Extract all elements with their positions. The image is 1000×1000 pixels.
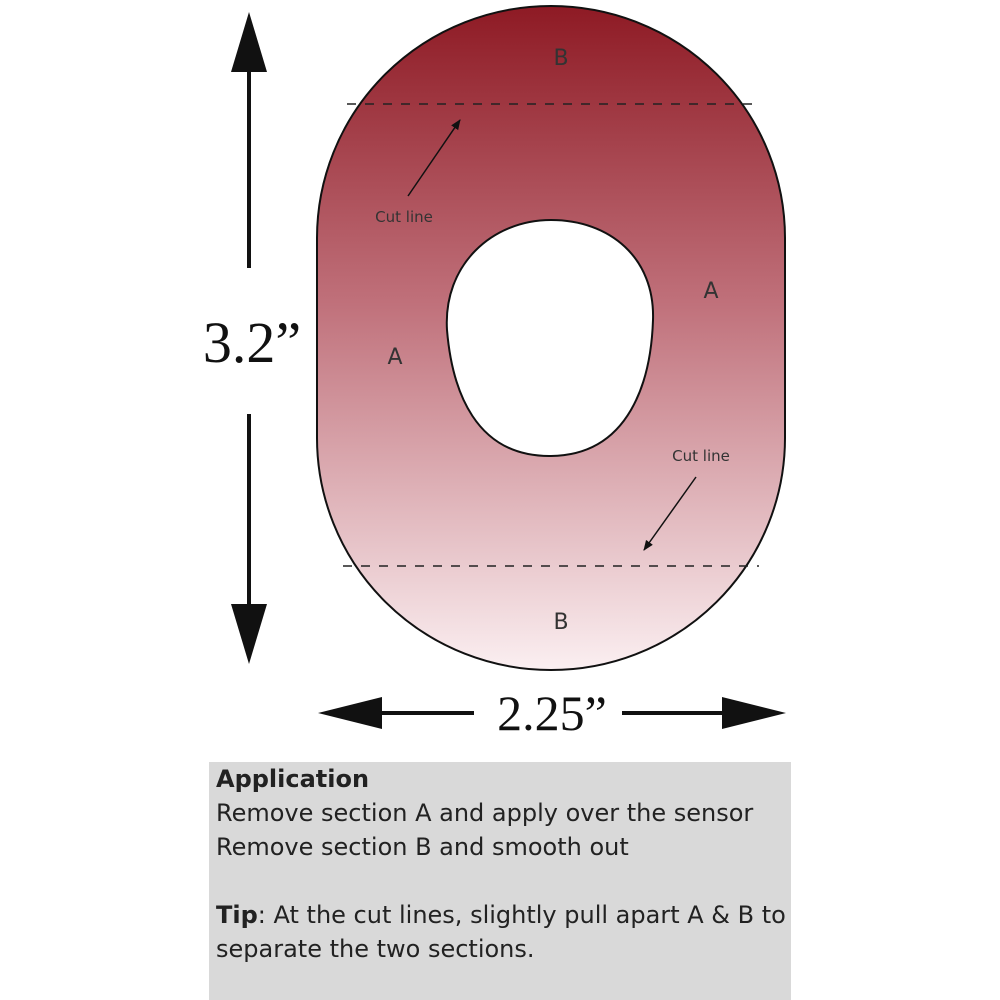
application-heading: Application: [216, 765, 370, 793]
section-a-right-label: A: [703, 279, 718, 304]
tip-text: : At the cut lines, slightly pull apart …: [216, 901, 786, 963]
lower-cut-arrow: [643, 476, 697, 551]
tip-paragraph: Tip: At the cut lines, slightly pull apa…: [216, 898, 791, 966]
height-dimension-label: 3.2”: [203, 310, 301, 375]
upper-cut-arrow: [407, 119, 461, 197]
application-instructions: Application Remove section A and apply o…: [209, 762, 791, 1000]
section-b-top-label: B: [553, 46, 568, 71]
height-dimension-arrow: [231, 12, 267, 664]
patch-shape: [316, 5, 786, 671]
width-dimension-label: 2.25”: [497, 685, 607, 741]
application-step-1: Remove section A and apply over the sens…: [216, 799, 754, 827]
lower-cut-label: Cut line: [672, 447, 730, 465]
tip-label: Tip: [216, 901, 258, 929]
spacer: [216, 864, 791, 898]
section-b-bottom-label: B: [553, 610, 568, 635]
width-dimension-arrow: [318, 697, 786, 729]
section-a-left-label: A: [387, 345, 402, 370]
patch-diagram: Cut line Cut line B A A B 3.2” 2.25”: [203, 5, 786, 741]
upper-cut-label: Cut line: [375, 208, 433, 226]
application-step-2: Remove section B and smooth out: [216, 833, 629, 861]
